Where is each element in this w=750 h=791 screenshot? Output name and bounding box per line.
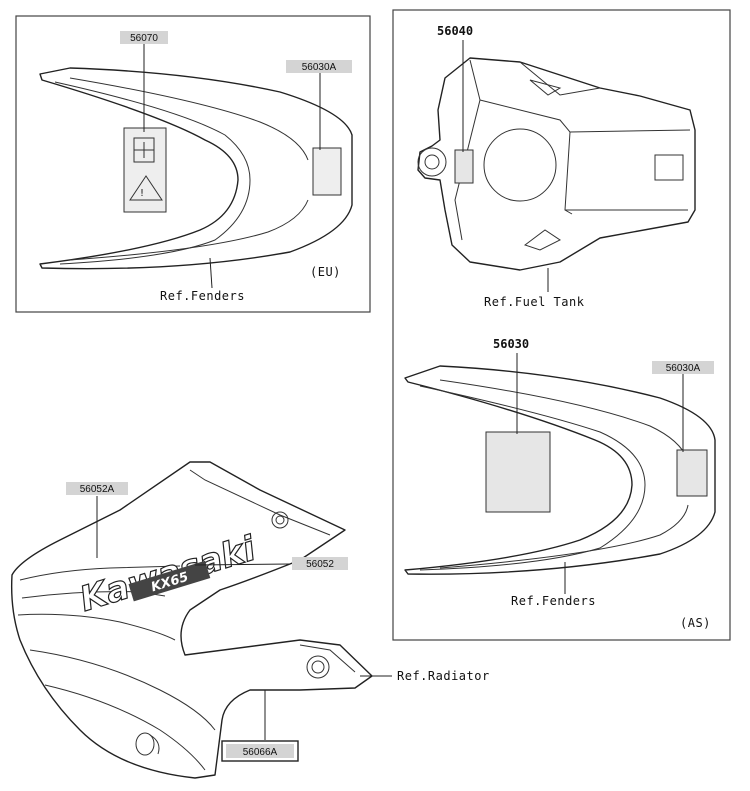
eu-region-text: (EU) — [310, 265, 341, 279]
as-sticker-a-label: 56030 — [493, 337, 529, 351]
shroud-model-label: 56052 — [292, 557, 348, 570]
right-panel: 56040 Ref.Fuel Tank 56030 56030A Ref.Fen… — [392, 9, 731, 641]
shroud-ref-text: Ref.Radiator — [397, 669, 490, 683]
eu-sticker-a-label: 56070 — [120, 31, 168, 44]
svg-text:56030A: 56030A — [666, 363, 701, 374]
shroud-bottom-label: 56066A — [221, 740, 299, 762]
radiator-shroud: Kawasaki KX65 — [11, 461, 373, 779]
fuel-tank-drawing — [417, 57, 696, 271]
tank-sticker-label: 56040 — [437, 24, 473, 38]
eu-panel-frame — [15, 15, 371, 313]
as-sticker-b-label: 56030A — [652, 361, 714, 374]
svg-text:56030A: 56030A — [302, 62, 337, 73]
eu-fender-drawing: ! — [39, 67, 353, 270]
shroud-logo-label: 56052A — [66, 482, 128, 495]
svg-text:56066A: 56066A — [243, 747, 278, 758]
svg-text:!: ! — [140, 188, 144, 199]
eu-fender-panel: ! 56070 56030A Ref.Fenders (EU) — [15, 15, 371, 313]
as-ref-text: Ref.Fenders — [511, 594, 596, 608]
as-region-text: (AS) — [680, 616, 711, 630]
eu-sticker-b-label: 56030A — [286, 60, 352, 73]
svg-text:56052A: 56052A — [80, 484, 115, 495]
tank-ref-text: Ref.Fuel Tank — [484, 295, 585, 309]
svg-text:56070: 56070 — [130, 33, 158, 44]
svg-text:56052: 56052 — [306, 559, 334, 570]
right-panel-frame — [392, 9, 731, 641]
as-fender-drawing — [404, 365, 716, 575]
eu-ref-text: Ref.Fenders — [160, 289, 245, 303]
